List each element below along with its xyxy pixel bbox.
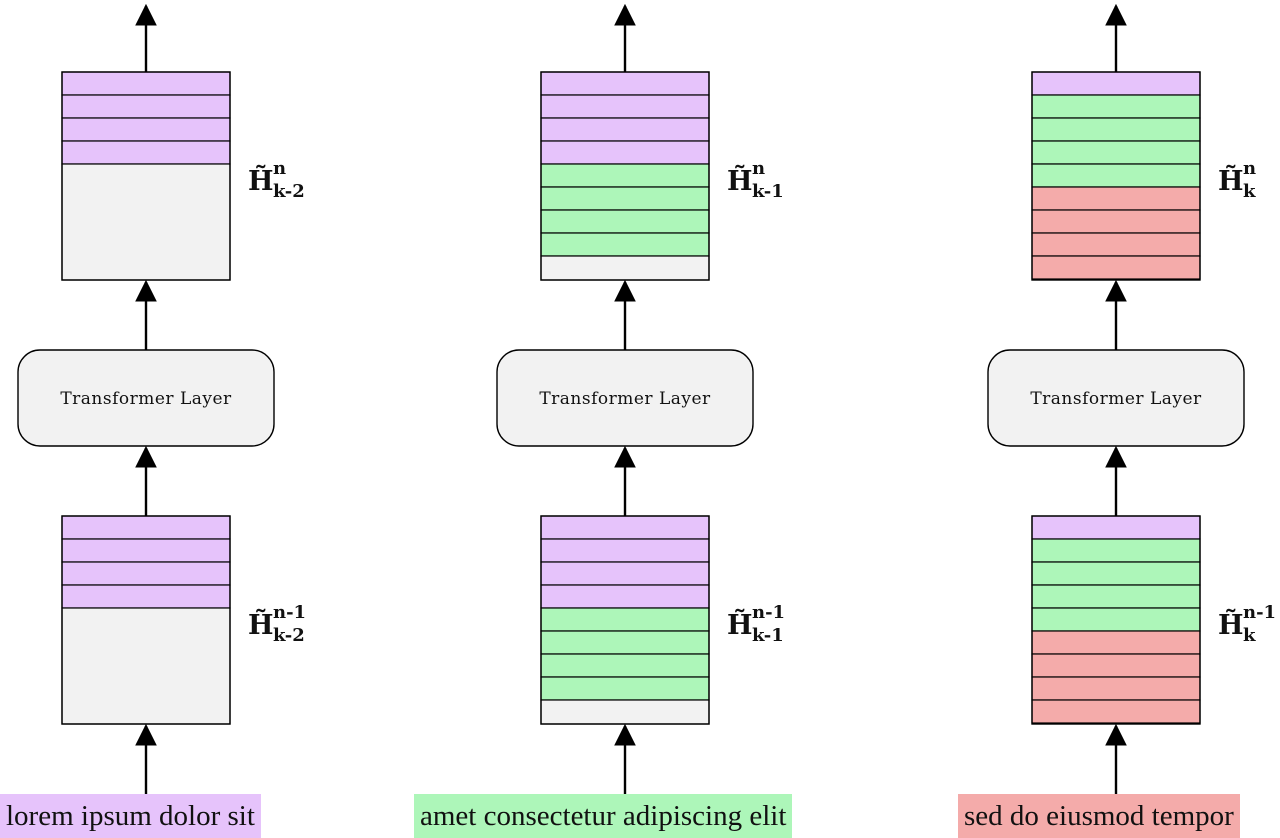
green-token-row [540,630,710,655]
green-token-row [1031,561,1201,586]
purple-token-row [61,71,231,96]
hidden-state-subscript: k [1243,181,1256,202]
red-token-row [1031,186,1201,211]
purple-token-row [540,561,710,586]
green-token-row [540,163,710,188]
purple-token-row [61,561,231,586]
hidden-state-label: H̃ [727,608,753,641]
red-token-row [1031,630,1201,655]
hidden-state-superscript: n-1 [1243,602,1276,623]
hidden-state-label: H̃ [1218,608,1244,641]
hidden-state-label: H̃ [248,608,274,641]
purple-token-row [61,584,231,609]
transformer-layer: Transformer Layer [496,349,754,447]
purple-token-row [540,515,710,540]
top-state-block: H̃nk-2 [61,71,305,281]
empty-token-row [61,607,231,725]
input-text-chip: amet consectetur adipiscing elit [414,794,793,838]
red-token-row [1031,676,1201,701]
purple-token-row [1031,515,1201,540]
green-token-row [1031,163,1201,188]
purple-token-row [61,117,231,142]
green-token-row [1031,538,1201,563]
transformer-layer: Transformer Layer [987,349,1245,447]
bottom-state-block: H̃n-1k [1031,515,1276,725]
green-token-row [540,232,710,257]
empty-token-row [61,163,231,281]
purple-token-row [540,71,710,96]
top-state-block: H̃nk [1031,71,1256,281]
purple-token-row [540,140,710,165]
empty-token-row [540,699,710,725]
purple-token-row [1031,71,1201,96]
green-token-row [540,209,710,234]
empty-token-row [540,255,710,281]
red-token-row [1031,209,1201,234]
transformer-layer: Transformer Layer [17,349,275,447]
red-token-row [1031,255,1201,280]
top-state-block: H̃nk-1 [540,71,784,281]
hidden-state-subscript: k-2 [273,625,305,646]
transformer-layer-label: Transformer Layer [539,389,711,409]
hidden-state-subscript: k-1 [752,181,784,202]
green-token-row [1031,584,1201,609]
hidden-state-subscript: k-1 [752,625,784,646]
red-token-row [1031,232,1201,257]
bottom-state-block: H̃n-1k-1 [540,515,785,725]
purple-token-row [61,515,231,540]
hidden-state-superscript: n-1 [752,602,785,623]
input-text-chip: sed do eiusmod tempor [958,794,1240,838]
purple-token-row [540,584,710,609]
green-token-row [540,676,710,701]
hidden-state-label: H̃ [727,164,753,197]
input-text-chip: lorem ipsum dolor sit [0,794,261,838]
green-token-row [540,607,710,632]
purple-token-row [540,94,710,119]
purple-token-row [61,94,231,119]
green-token-row [1031,94,1201,119]
green-token-row [540,653,710,678]
red-token-row [1031,653,1201,678]
green-token-row [540,186,710,211]
hidden-state-superscript: n [1243,158,1256,179]
transformer-layer-label: Transformer Layer [60,389,232,409]
transformer-layer-label: Transformer Layer [1030,389,1202,409]
hidden-state-label: H̃ [248,164,274,197]
green-token-row [1031,140,1201,165]
purple-token-row [540,538,710,563]
hidden-state-superscript: n-1 [273,602,306,623]
hidden-state-subscript: k-2 [273,181,305,202]
purple-token-row [61,538,231,563]
hidden-state-superscript: n [273,158,286,179]
green-token-row [1031,117,1201,142]
bottom-state-block: H̃n-1k-2 [61,515,306,725]
hidden-state-superscript: n [752,158,765,179]
hidden-state-subscript: k [1243,625,1256,646]
purple-token-row [540,117,710,142]
green-token-row [1031,607,1201,632]
purple-token-row [61,140,231,165]
red-token-row [1031,699,1201,724]
hidden-state-label: H̃ [1218,164,1244,197]
